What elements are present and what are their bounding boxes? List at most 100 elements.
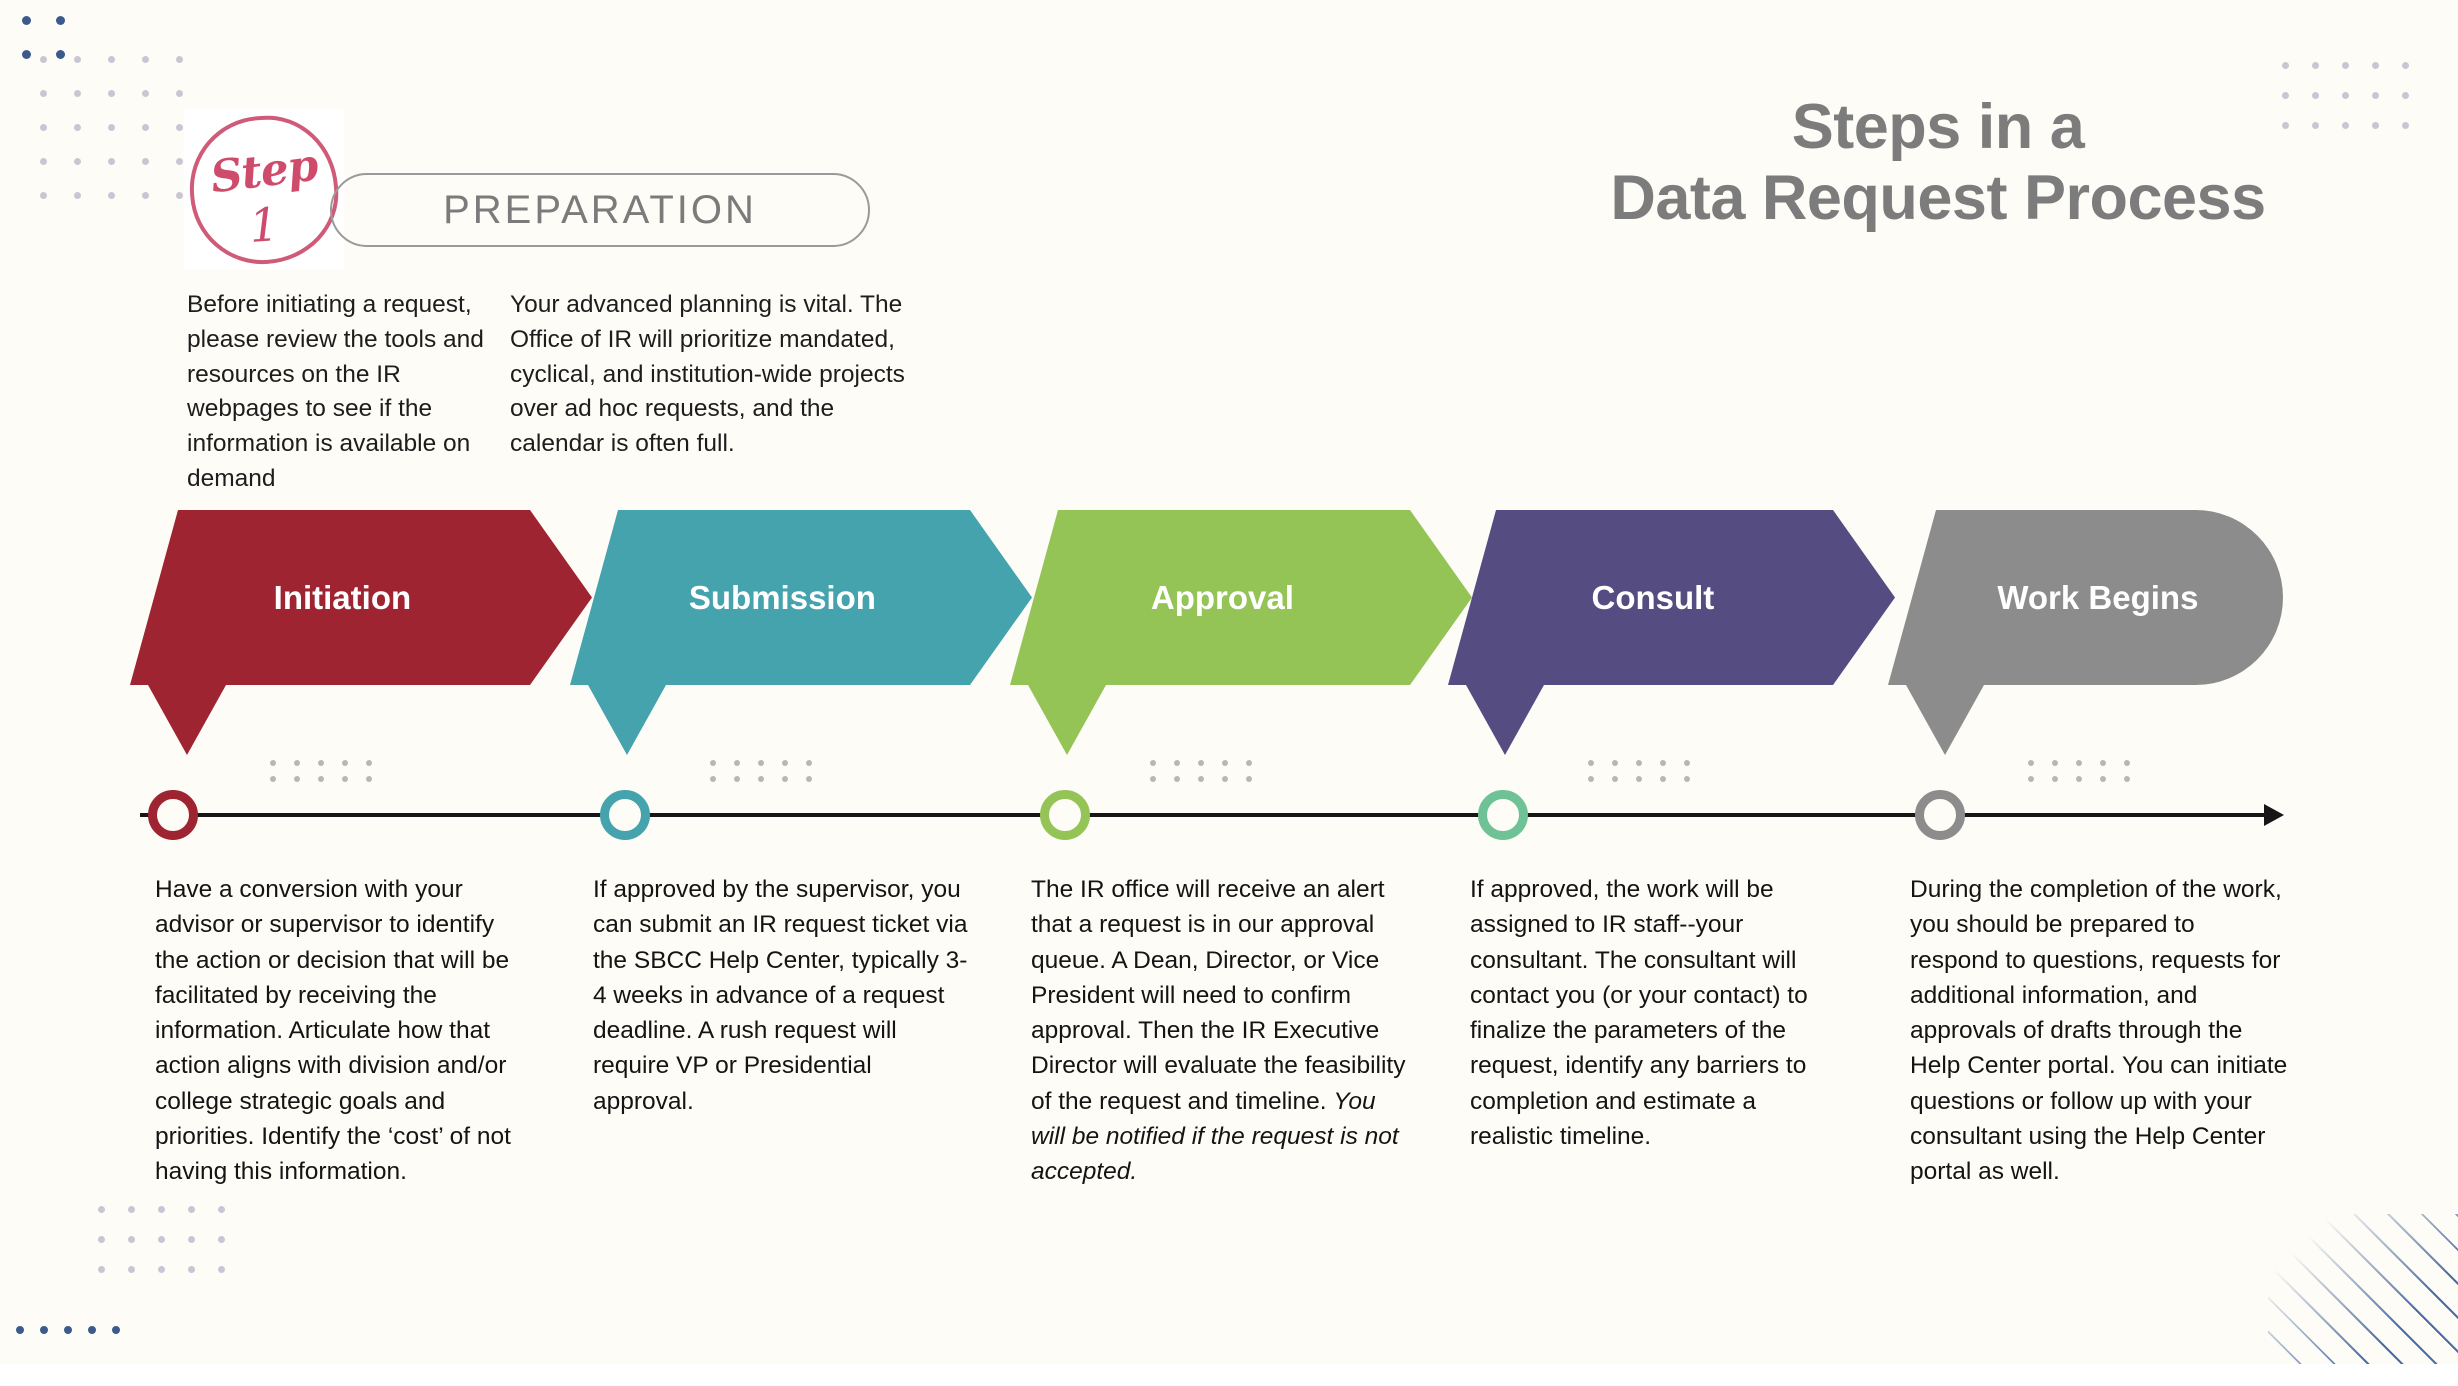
banner-shape (570, 510, 1032, 685)
timeline-marker-submission[interactable] (600, 790, 650, 840)
decorative-dot (64, 1326, 72, 1334)
decorative-dot (112, 1326, 120, 1334)
decorative-dot (1246, 760, 1252, 766)
decorative-dot (2124, 760, 2130, 766)
decorative-dot (142, 90, 149, 97)
decorative-dot (2052, 776, 2058, 782)
stage-description-emphasis: You will be notified if the request is n… (1031, 1087, 1399, 1186)
stage-banner-initiation[interactable]: Initiation (130, 510, 602, 761)
decorative-dot-row-bottom-left-blue (16, 1326, 136, 1350)
decorative-dot (2052, 760, 2058, 766)
decorative-dot (56, 16, 65, 25)
stage-banner-submission[interactable]: Submission (570, 510, 1042, 761)
decorative-dot (98, 1236, 105, 1243)
decorative-dot (108, 192, 115, 199)
decorative-dot (188, 1266, 195, 1273)
decorative-dot (74, 124, 81, 131)
banner-pointer-icon (1466, 685, 1544, 755)
decorative-dot (1636, 776, 1642, 782)
stage-banner-approval[interactable]: Approval (1010, 510, 1482, 761)
decorative-dot (176, 192, 183, 199)
stage-description-work-begins: During the completion of the work, you s… (1910, 876, 2288, 1186)
decorative-dot (40, 1326, 48, 1334)
decorative-dot (2312, 92, 2319, 99)
decorative-dot (1222, 776, 1228, 782)
preparation-paragraph-2: Your advanced planning is vital. The Off… (510, 291, 905, 458)
decorative-dot (2372, 122, 2379, 129)
banner-pointer-icon (148, 685, 226, 755)
decorative-dot (40, 192, 47, 199)
decorative-dot (176, 90, 183, 97)
decorative-dot (108, 90, 115, 97)
decorative-dot (1222, 760, 1228, 766)
timeline-marker-initiation[interactable] (148, 790, 198, 840)
decorative-dot (2028, 776, 2034, 782)
decorative-dot (40, 56, 47, 63)
stage-description-consult: If approved, the work will be assigned t… (1470, 876, 1808, 1150)
decorative-dot (806, 776, 812, 782)
bottom-strip (0, 1364, 2458, 1386)
banner-shape (1010, 510, 1472, 685)
decorative-dot (342, 760, 348, 766)
decorative-dot (1198, 776, 1204, 782)
stage-banner-consult[interactable]: Consult (1448, 510, 1905, 761)
decorative-dot (734, 760, 740, 766)
banner-pointer-icon (1906, 685, 1984, 755)
timeline-marker-approval[interactable] (1040, 790, 1090, 840)
decorative-dot-grid-top-right-gray (2282, 62, 2432, 152)
banner-shape (130, 510, 592, 685)
timeline (0, 770, 2458, 860)
decorative-dot (142, 124, 149, 131)
decorative-dot (1588, 760, 1594, 766)
decorative-dot (2402, 122, 2409, 129)
page-title-line-2: Data Request Process (1610, 162, 2266, 233)
decorative-dot (98, 1206, 105, 1213)
timeline-marker-work-begins[interactable] (1915, 790, 1965, 840)
decorative-dot (2100, 760, 2106, 766)
stage-description-approval: The IR office will receive an alert that… (1031, 876, 1406, 1186)
decorative-dot (1246, 776, 1252, 782)
decorative-dot (218, 1206, 225, 1213)
decorative-dot (782, 760, 788, 766)
decorative-dot (2282, 92, 2289, 99)
decorative-dot (1612, 776, 1618, 782)
decorative-dot-cluster (270, 760, 390, 792)
decorative-diagonal-lines-bottom-right (2268, 1214, 2458, 1364)
decorative-dot (318, 760, 324, 766)
decorative-dot-cluster (1588, 760, 1708, 792)
decorative-dot (1612, 760, 1618, 766)
decorative-dot (366, 760, 372, 766)
decorative-dot (2312, 122, 2319, 129)
banner-shape (1888, 510, 2283, 685)
decorative-dot (2342, 62, 2349, 69)
decorative-dot (176, 56, 183, 63)
page-title: Steps in a Data Request Process (1488, 92, 2388, 233)
decorative-dot (142, 56, 149, 63)
decorative-dot (2076, 760, 2082, 766)
decorative-dot (2312, 62, 2319, 69)
decorative-dot (142, 158, 149, 165)
decorative-dot (2372, 92, 2379, 99)
step-badge: Step 1 (184, 110, 344, 270)
decorative-dot (176, 124, 183, 131)
decorative-dot-cluster (1150, 760, 1270, 792)
decorative-dot (758, 760, 764, 766)
decorative-dot (158, 1236, 165, 1243)
decorative-dot (2282, 62, 2289, 69)
decorative-dot-grid-bottom-left-gray (98, 1206, 248, 1296)
decorative-dot (108, 56, 115, 63)
decorative-dot (188, 1206, 195, 1213)
banner-shape (1448, 510, 1895, 685)
page-title-line-1: Steps in a (1791, 92, 2085, 162)
stage-banner-work-begins[interactable]: Work Begins (1888, 510, 2355, 761)
preparation-pill: PREPARATION (330, 173, 870, 247)
decorative-dot (218, 1236, 225, 1243)
decorative-dot (342, 776, 348, 782)
decorative-dot (40, 124, 47, 131)
decorative-dot (16, 1326, 24, 1334)
decorative-dot (108, 124, 115, 131)
decorative-dot (806, 760, 812, 766)
timeline-marker-consult[interactable] (1478, 790, 1528, 840)
